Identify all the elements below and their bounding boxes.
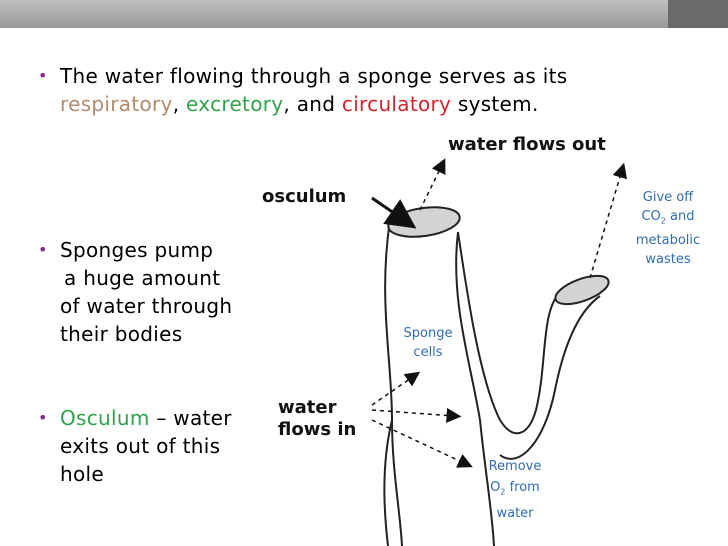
label-water-flows-out: water flows out: [448, 134, 606, 155]
bullet2-line2: a huge amount: [64, 266, 221, 290]
bullet2-line3: of water through: [60, 294, 233, 318]
note-remove-from: from: [509, 480, 540, 495]
sponge-body-outline: [384, 219, 495, 546]
note-sponge-cells-line1: Sponge: [403, 326, 453, 341]
note-remove-o2: Remove O2 from water: [478, 456, 552, 524]
word-excretory: excretory: [186, 92, 284, 116]
note-give-off-line1: Give off: [642, 190, 694, 205]
note-sponge-cells-line2: cells: [413, 345, 443, 360]
bullet-sponges-pump: • Sponges pump a huge amount of water th…: [38, 236, 290, 348]
bullet-respiratory-system: • The water flowing through a sponge ser…: [38, 62, 700, 118]
bullet1-line1: The water flowing through a sponge serve…: [60, 64, 568, 88]
water-out-arrow-second: [589, 162, 628, 279]
note-give-off: Give off CO2 and metabolic wastes: [624, 188, 712, 269]
note-remove-line3: water: [496, 505, 534, 521]
bullet2-line1: Sponges pump: [60, 238, 214, 262]
sponge-inner-bend: [499, 295, 601, 460]
word-respiratory: respiratory: [60, 92, 173, 116]
sponge-bend-outline: [457, 231, 563, 435]
bullet-dot-icon: •: [38, 408, 48, 427]
note-give-off-line3: wastes: [645, 251, 691, 267]
osculum-pointer-arrow: [371, 196, 417, 229]
note-remove-sub: 2: [500, 487, 506, 497]
bullet3-line3: hole: [60, 462, 104, 486]
note-remove-o2: O: [490, 480, 501, 495]
label-water-flows-in: water flows in: [278, 397, 356, 441]
note-give-off-sub: 2: [660, 216, 666, 226]
word-osculum: Osculum: [60, 406, 150, 430]
word-circulatory: circulatory: [341, 92, 452, 116]
note-remove-line1: Remove: [488, 459, 542, 474]
osculum-opening-second: [554, 274, 610, 306]
note-give-off-co2: CO: [641, 209, 661, 224]
bullet2-line4: their bodies: [60, 322, 183, 346]
water-in-arrow-up: [371, 371, 421, 406]
sponge-left-side: [383, 419, 393, 546]
note-give-off-line2: metabolic: [635, 232, 701, 248]
bullet3-line2: exits out of this: [60, 434, 221, 458]
bullet-osculum: • Osculum – water exits out of this hole: [38, 404, 280, 488]
water-in-arrow-right: [371, 407, 462, 423]
slide-top-bar: [0, 0, 728, 28]
bullet1-sep2: , and: [283, 92, 336, 116]
bullet1-tail: system.: [457, 92, 539, 116]
bullet3-dash: – water: [156, 406, 232, 430]
water-in-arrow-down: [371, 419, 473, 468]
water-out-arrow-main: [419, 158, 446, 211]
note-sponge-cells: Sponge cells: [396, 324, 460, 362]
osculum-opening-main: [387, 206, 461, 238]
label-water-in-line1: water: [278, 397, 337, 418]
bullet1-sep1: ,: [172, 92, 180, 116]
bullet-dot-icon: •: [38, 240, 48, 259]
label-osculum: osculum: [262, 186, 347, 207]
bullet-dot-icon: •: [38, 66, 48, 85]
label-water-in-line2: flows in: [278, 419, 357, 440]
note-give-off-and: and: [670, 209, 695, 224]
slide-top-bar-corner: [668, 0, 728, 28]
